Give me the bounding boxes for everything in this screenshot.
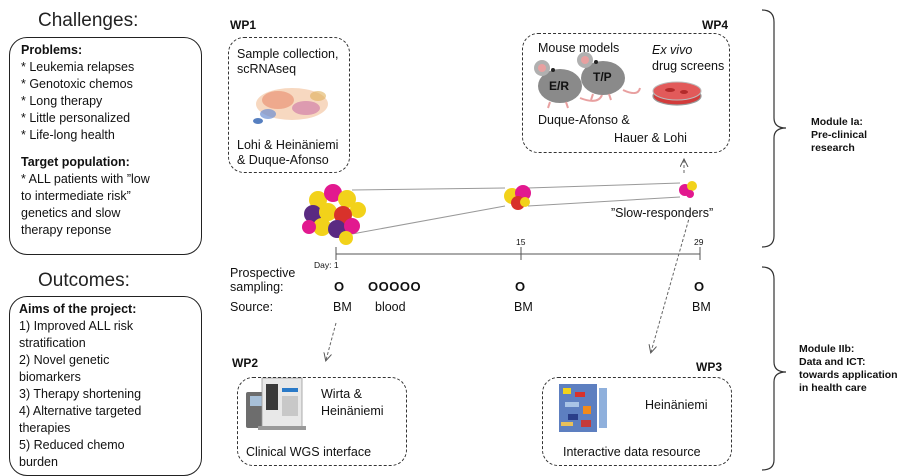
wp4-ex-vivo: Ex vivo [652, 43, 693, 57]
aims-line: 2) Novel genetic [19, 353, 110, 367]
aims-line: 5) Reduced chemo [19, 438, 125, 452]
cell-cluster-day1 [302, 184, 366, 245]
wp1-text2: scRNAseq [237, 62, 297, 76]
mouse-tp-icon [577, 52, 641, 101]
aims-line: burden [19, 455, 58, 469]
target-line: to intermediate risk” [21, 189, 131, 203]
outcomes-title: Outcomes: [38, 270, 130, 291]
source-day1: BM [333, 300, 352, 314]
sampling-label-2: sampling: [230, 280, 284, 294]
wp4-label: WP4 [702, 18, 729, 32]
challenges-title: Challenges: [38, 10, 139, 31]
mouse-tp-label: T/P [593, 70, 612, 84]
wp4-authors2: Hauer & Lohi [614, 131, 687, 145]
aims-line: therapies [19, 421, 71, 435]
module1-label: Module Ia: Pre-clinical research [811, 116, 867, 155]
module2-line1: Module IIb: [799, 343, 855, 355]
funnel-line-bottom-right [527, 196, 681, 207]
funnel-line-top-right [527, 182, 681, 189]
problem-item: * Little personalized [21, 111, 131, 125]
brace-module-1 [761, 9, 787, 248]
timeline-day29-label: 29 [694, 237, 704, 247]
target-line: genetics and slow [21, 206, 121, 220]
sampling-mark-day15: O [515, 279, 526, 294]
problems-heading: Problems: [21, 43, 83, 57]
wp3-label: WP3 [696, 360, 723, 374]
scrnaseq-scatter-icon [253, 88, 328, 124]
wp3-authors: Heinäniemi [645, 398, 708, 412]
wp2-box [237, 377, 407, 466]
timeline-day1-label: Day: 1 [314, 260, 339, 270]
problem-item: * Genotoxic chemos [21, 77, 133, 91]
wp2-authors2: Heinäniemi [321, 404, 384, 418]
sequencer-icon [246, 377, 306, 430]
target-line: * ALL patients with ”low [21, 172, 150, 186]
wp4-mouse-models: Mouse models [538, 41, 620, 55]
source-day15: BM [514, 300, 533, 314]
aims-line: 3) Therapy shortening [19, 387, 142, 401]
arrow-to-wp3 [651, 214, 691, 352]
cell-cluster-day29 [679, 181, 697, 198]
slow-responders-label: ”Slow-responders” [611, 206, 714, 220]
funnel-line-bottom-left [351, 205, 506, 235]
mouse-er-icon [534, 60, 603, 109]
problem-item: * Long therapy [21, 94, 103, 108]
wp1-label: WP1 [230, 18, 257, 32]
module1-line2: Pre-clinical [811, 129, 868, 141]
wp2-label: WP2 [232, 356, 259, 370]
problem-item: * Leukemia relapses [21, 60, 135, 74]
wp4-authors1: Duque-Afonso & [538, 113, 630, 127]
target-line: therapy reponse [21, 223, 112, 237]
wp1-box [228, 37, 350, 173]
module2-line4: in health care [799, 382, 867, 394]
source-label: Source: [230, 300, 274, 314]
wp2-authors1: Wirta & [321, 387, 362, 401]
wp2-caption: Clinical WGS interface [246, 445, 372, 459]
wp3-box [542, 377, 732, 466]
source-blood: blood [375, 300, 406, 314]
aims-line: stratification [19, 336, 86, 350]
timeline-day15-label: 15 [516, 237, 526, 247]
wp3-caption: Interactive data resource [563, 445, 701, 459]
mouse-er-label: E/R [549, 79, 570, 93]
aims-line: 4) Alternative targeted [19, 404, 142, 418]
problem-item: * Life-long health [21, 128, 115, 142]
aims-box: Aims of the project: 1) Improved ALL ris… [9, 296, 202, 476]
problems-box: Problems: * Leukemia relapses * Genotoxi… [9, 37, 202, 255]
wp4-drug-screens: drug screens [652, 59, 725, 73]
module1-line3: research [811, 142, 855, 154]
aims-line: 1) Improved ALL risk [19, 319, 134, 333]
wp1-authors1: Lohi & Heinäniemi [237, 138, 339, 152]
funnel-line-top-left [351, 187, 506, 191]
source-day29: BM [692, 300, 711, 314]
cell-cluster-day15 [504, 185, 531, 210]
sampling-mark-day1: O [334, 279, 345, 294]
arrow-to-wp2 [326, 322, 337, 360]
module1-line1: Module Ia: [811, 116, 863, 128]
brace-module-2 [761, 266, 787, 471]
sampling-label-1: Prospective [230, 266, 296, 280]
wp1-text1: Sample collection, [237, 47, 339, 61]
aims-line: biomarkers [19, 370, 81, 384]
module2-line3: towards application [799, 369, 898, 381]
module2-line2: Data and ICT: [799, 356, 866, 368]
module2-label: Module IIb: Data and ICT: towards applic… [799, 343, 898, 395]
petri-dish-icon [652, 81, 702, 106]
sampling-mark-day29: O [694, 279, 705, 294]
sampling-mark-blood: OOOOO [368, 279, 422, 294]
wp1-authors2: & Duque-Afonso [237, 153, 329, 167]
wp4-box [522, 33, 730, 153]
aims-heading: Aims of the project: [19, 302, 137, 316]
target-heading: Target population: [21, 155, 130, 169]
heatmap-icon [559, 384, 607, 432]
